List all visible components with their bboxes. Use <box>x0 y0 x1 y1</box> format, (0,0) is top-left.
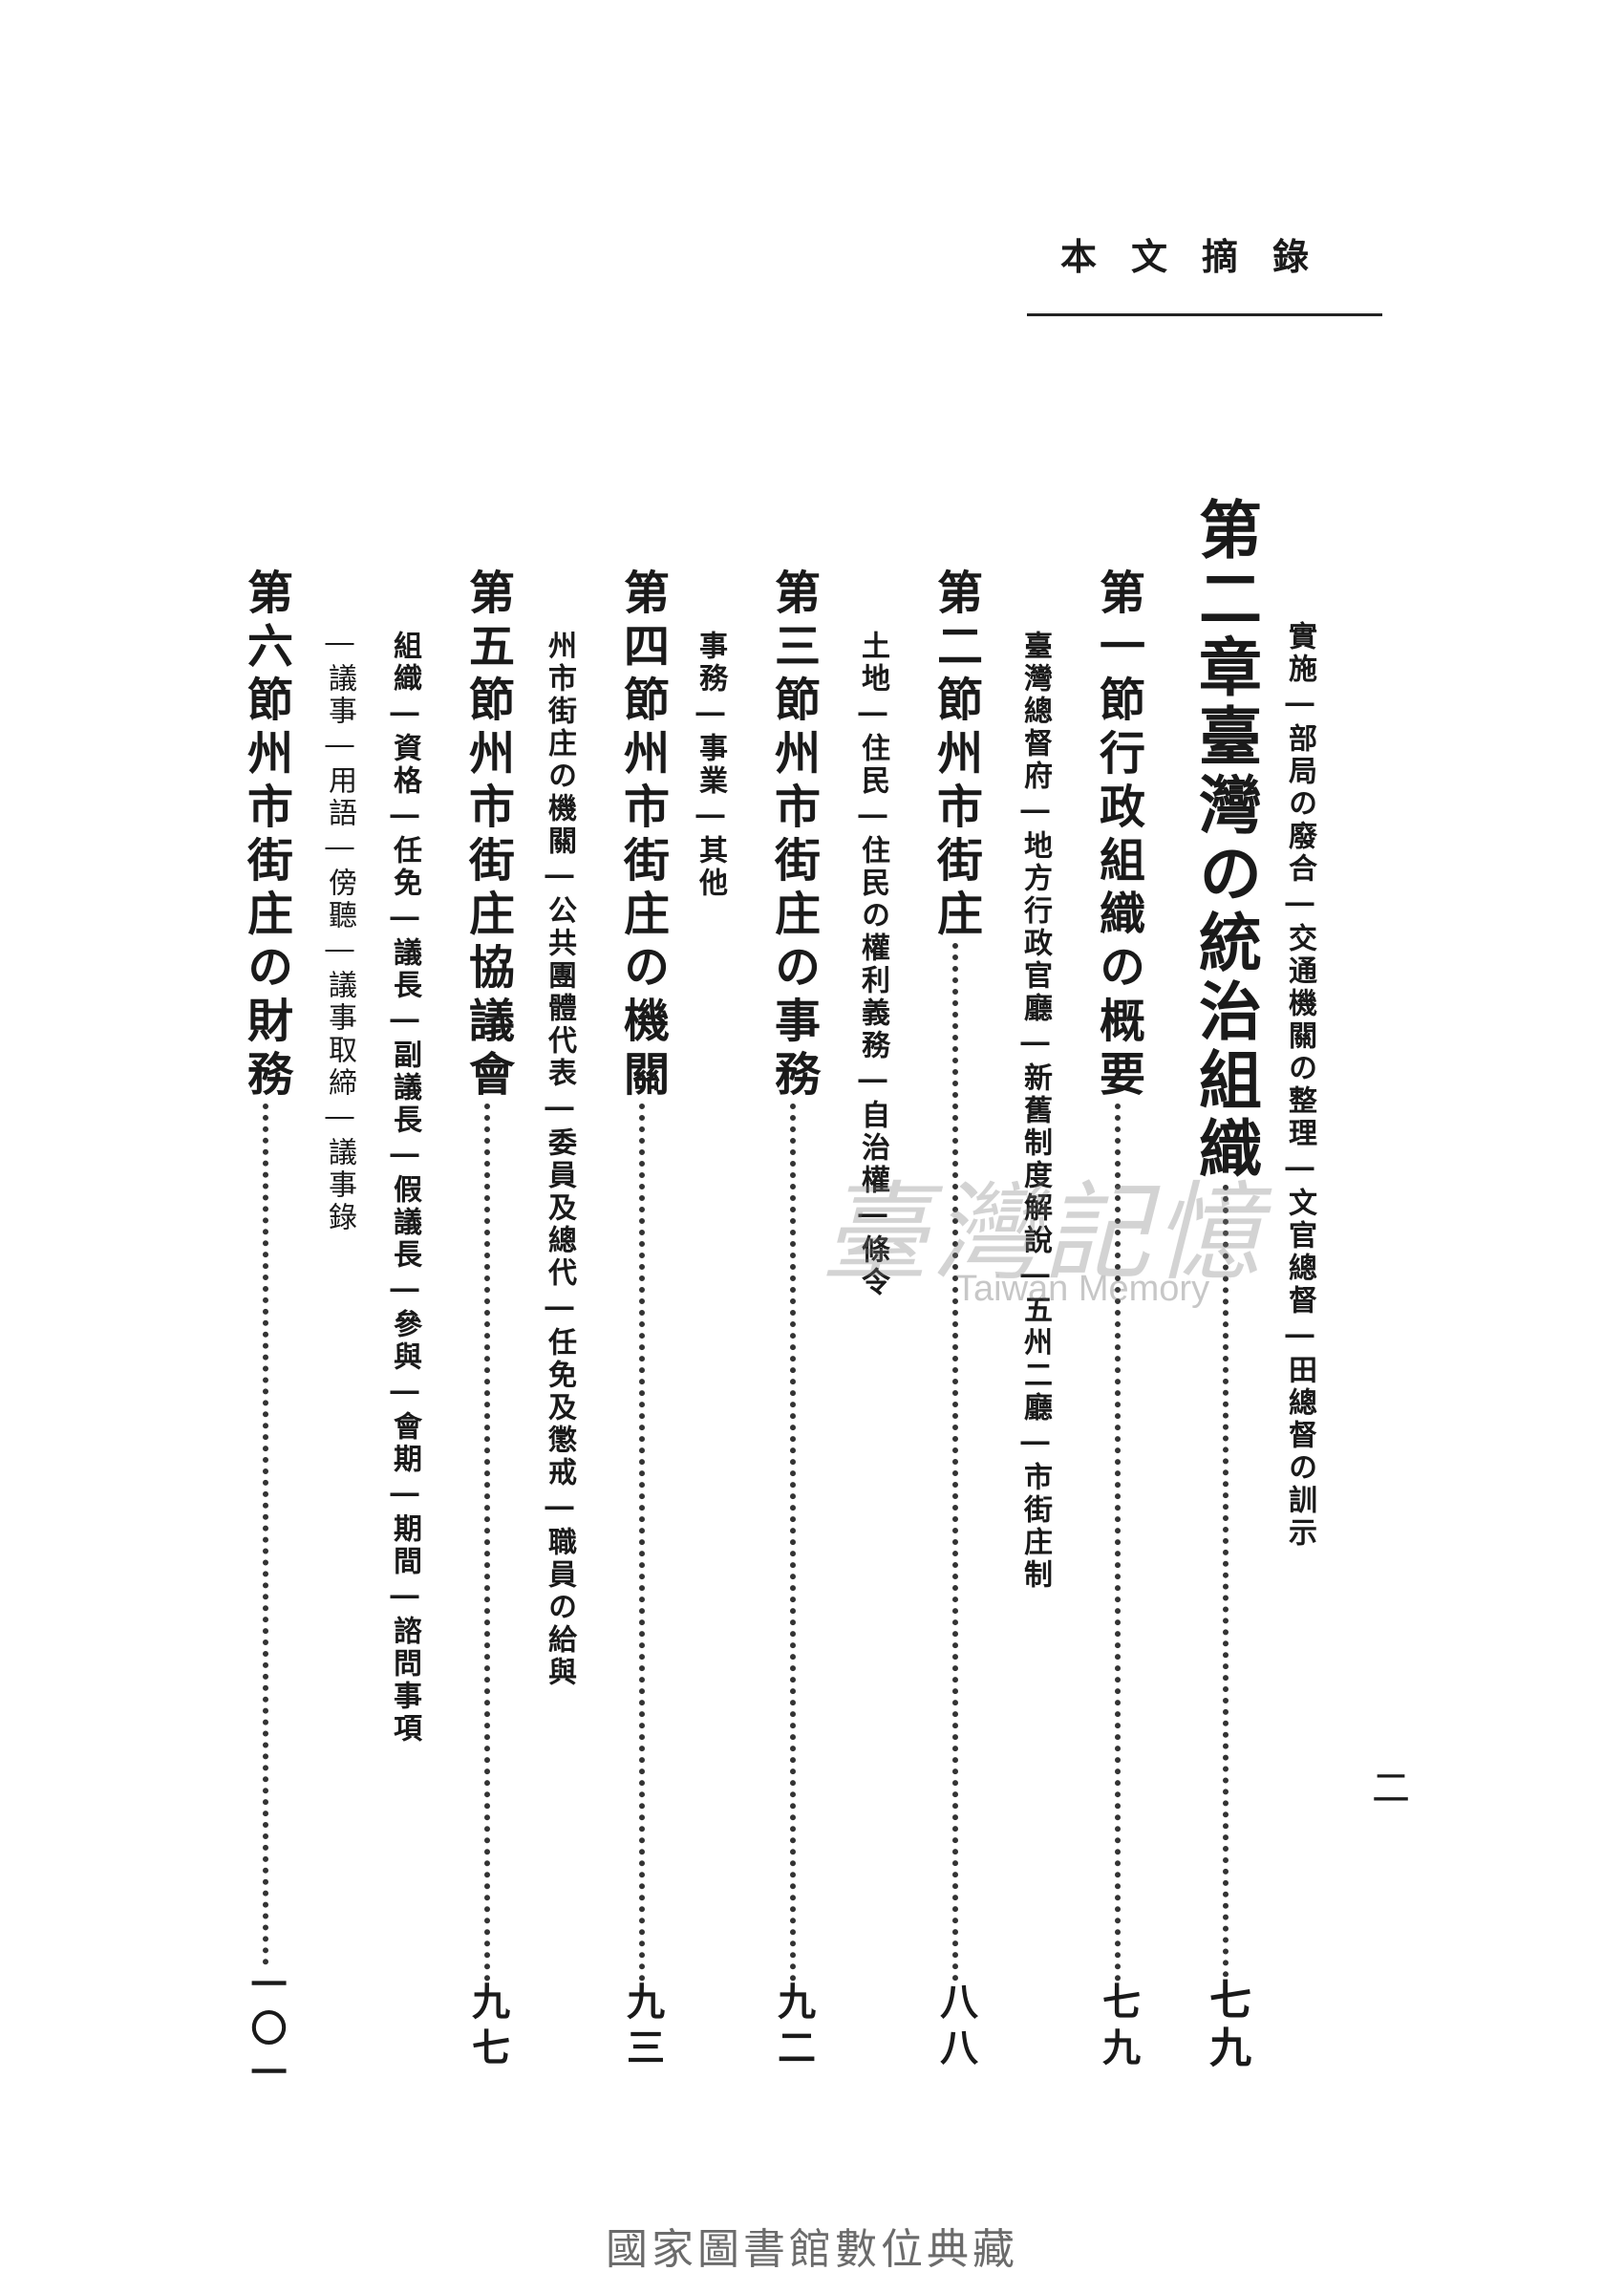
toc-section-1[interactable]: 第一節 行政組織の概要 七九 <box>1091 568 1144 2073</box>
section-title: 州市街庄 <box>929 729 982 943</box>
section-page-number: 九三 <box>620 1982 665 2073</box>
toc-section-2[interactable]: 第二節 州市街庄 八八 <box>929 568 982 2073</box>
chapter-page-number: 七九 <box>1202 1978 1250 2073</box>
dot-leader <box>1223 1185 1229 1978</box>
chapter-title: 臺灣の統治組織 <box>1188 703 1263 1185</box>
dot-leader <box>263 1104 268 1965</box>
toc-subitems-text: 土地―住民―住民の權利義務―自治權―條令 <box>856 631 889 1299</box>
toc-section-4[interactable]: 第四節 州市街庄の機關 九三 <box>615 568 669 2073</box>
section-label: 第六節 <box>239 568 292 729</box>
section-page-number: 九二 <box>771 1982 816 2073</box>
toc-chapter-2[interactable]: 第二章 臺灣の統治組織 七九 <box>1188 497 1263 2073</box>
dot-leader <box>952 943 958 1982</box>
toc-subitems-text: 組織―資格―任免―議長―副議長―假議長―參與―會期―期間―諮問事項 <box>388 631 421 1746</box>
section-label: 第二節 <box>929 568 982 729</box>
toc-subitems-text: 事務―事業―其他 <box>694 631 727 900</box>
toc-subitems-section-2: 土地―住民―住民の權利義務―自治權―條令 <box>856 631 889 1299</box>
section-title: 州市街庄の財務 <box>239 729 292 1104</box>
library-footer: 國家圖書館數位典藏 <box>606 2225 1018 2274</box>
toc-section-6[interactable]: 第六節 州市街庄の財務 一〇一 <box>239 568 292 2097</box>
toc-subitems-text: 臺灣總督府―地方行政官廳―新舊制度解說―五州二廳―市街庄制 <box>1018 631 1052 1592</box>
section-title: 州市街庄協議會 <box>460 729 514 1104</box>
toc-subitems-text: ―議事―用語―傍聽―議事取締―議事錄 <box>323 626 356 1234</box>
section-page-number: 八八 <box>933 1982 978 2073</box>
section-label: 第三節 <box>766 568 820 729</box>
watermark-english: Taiwan Memory <box>955 1269 1210 1309</box>
toc-subitems-section-3: 事務―事業―其他 <box>694 631 727 900</box>
section-page-number: 九七 <box>465 1982 510 2073</box>
toc-subitems-section-4: 州市街庄の機關―公共團體代表―委員及總代―任免及懲戒―職員の給與 <box>543 631 576 1689</box>
section-title: 州市街庄の事務 <box>766 729 820 1104</box>
section-title: 行政組織の概要 <box>1091 729 1144 1104</box>
section-page-number: 七九 <box>1096 1982 1141 2073</box>
toc-subitems-section-5: 組織―資格―任免―議長―副議長―假議長―參與―會期―期間―諮問事項 <box>388 631 421 1746</box>
toc-subitems-section-1: 臺灣總督府―地方行政官廳―新舊制度解說―五州二廳―市街庄制 <box>1018 631 1052 1592</box>
toc-subitems-preface: 實施―部局の廢合―交通機關の整理―文官總督―田總督の訓示 <box>1283 621 1316 1550</box>
section-label: 第四節 <box>615 568 669 729</box>
section-page-number: 一〇一 <box>245 1965 288 2097</box>
toc-subitems-text: 州市街庄の機關―公共團體代表―委員及總代―任免及懲戒―職員の給與 <box>543 631 576 1689</box>
toc-subitems-text: 實施―部局の廢合―交通機關の整理―文官總督―田總督の訓示 <box>1283 621 1316 1550</box>
running-header: 本文摘錄 <box>1059 235 1343 278</box>
toc-section-5[interactable]: 第五節 州市街庄協議會 九七 <box>460 568 514 2073</box>
section-label: 第一節 <box>1091 568 1144 729</box>
chapter-label: 第二章 <box>1188 497 1263 703</box>
dot-leader <box>790 1104 796 1982</box>
section-label: 第五節 <box>460 568 514 729</box>
dot-leader <box>1115 1104 1121 1982</box>
section-title: 州市街庄の機關 <box>615 729 669 1104</box>
header-rule <box>1027 313 1382 316</box>
toc-subitems-section-5-continued: ―議事―用語―傍聽―議事取締―議事錄 <box>323 626 356 1234</box>
toc-section-3[interactable]: 第三節 州市街庄の事務 九二 <box>766 568 820 2073</box>
page-number: 二 <box>1365 1768 1409 1806</box>
dot-leader <box>484 1104 490 1982</box>
dot-leader <box>639 1104 645 1982</box>
